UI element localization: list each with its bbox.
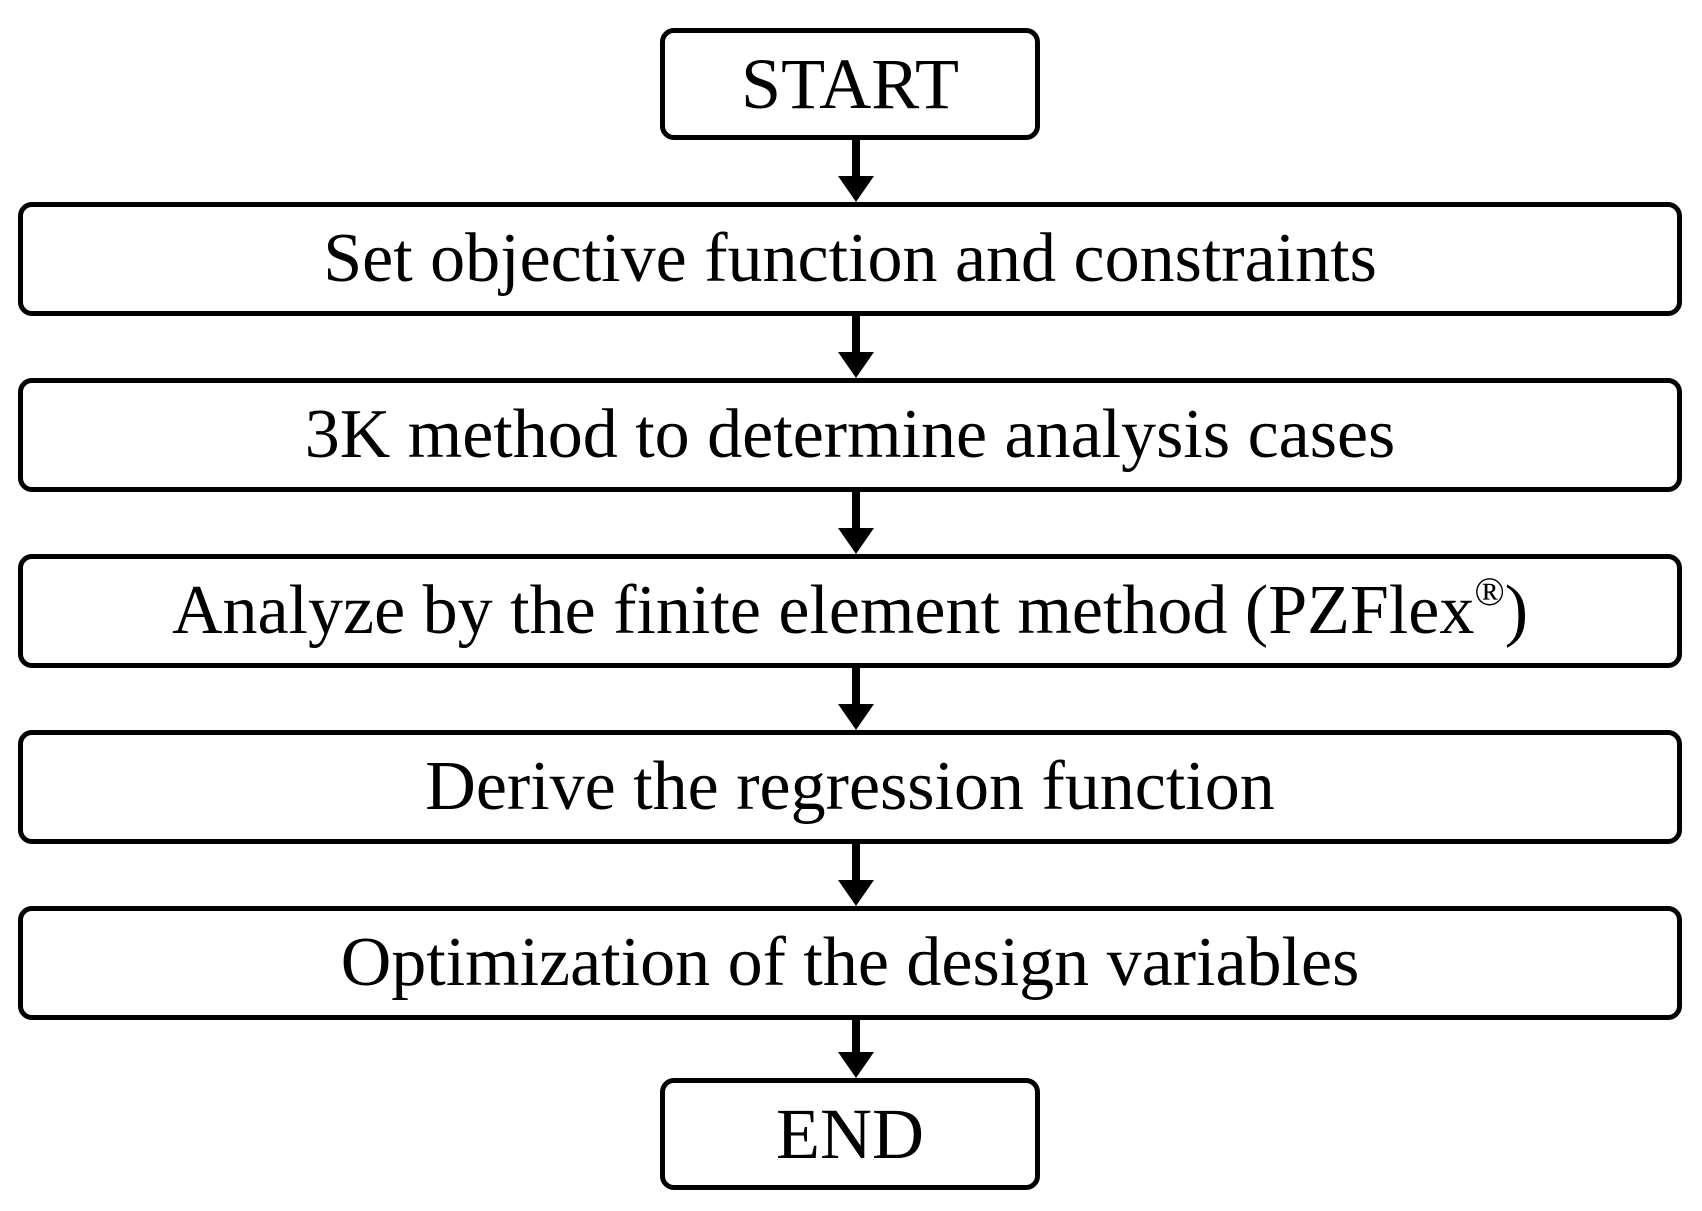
step-5-label: Optimization of the design variables xyxy=(340,924,1360,1001)
step-3-label-text: Analyze by the finite element method (PZ… xyxy=(171,572,1475,649)
start-node: START xyxy=(660,28,1040,140)
arrow-step-2-to-step-3 xyxy=(838,492,874,554)
arrow-step-5-to-end xyxy=(838,1020,874,1078)
arrow-step-3-to-step-4 xyxy=(838,668,874,730)
step-3-box: Analyze by the finite element method (PZ… xyxy=(18,554,1682,668)
step-3-label: Analyze by the finite element method (PZ… xyxy=(172,572,1528,646)
arrow-start-to-step-1 xyxy=(838,140,874,202)
step-1-label: Set objective function and constraints xyxy=(323,220,1377,297)
registered-mark: ® xyxy=(1474,569,1505,614)
step-3-label-closing: ) xyxy=(1504,572,1529,649)
step-2-label: 3K method to determine analysis cases xyxy=(304,396,1396,473)
step-4-label: Derive the regression function xyxy=(425,748,1275,825)
arrow-step-4-to-step-5 xyxy=(838,844,874,906)
step-1-box: Set objective function and constraints xyxy=(18,202,1682,316)
start-label: START xyxy=(741,44,959,124)
step-2-box: 3K method to determine analysis cases xyxy=(18,378,1682,492)
end-label: END xyxy=(776,1094,924,1174)
arrow-step-1-to-step-2 xyxy=(838,316,874,378)
step-5-box: Optimization of the design variables xyxy=(18,906,1682,1020)
step-4-box: Derive the regression function xyxy=(18,730,1682,844)
end-node: END xyxy=(660,1078,1040,1190)
